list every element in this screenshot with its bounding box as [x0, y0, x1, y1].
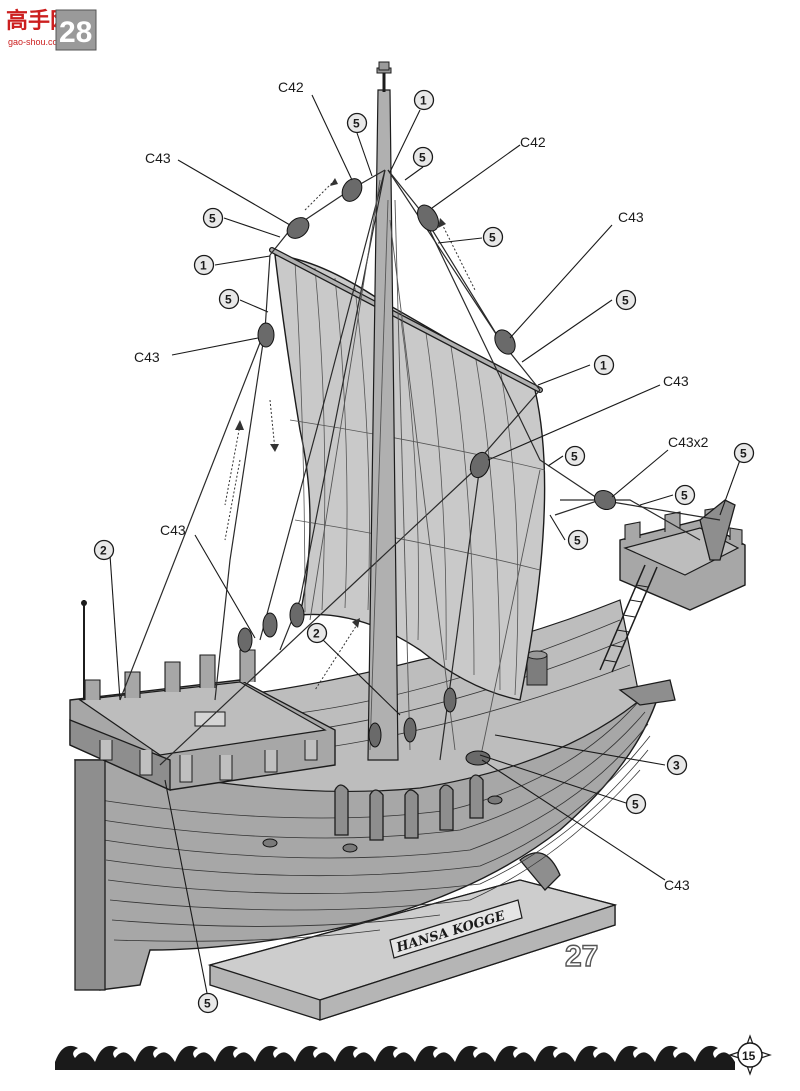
svg-text:5: 5 — [574, 534, 581, 548]
main-sail — [269, 247, 546, 701]
callout-labels: C42 C43 C42 C43 C43 C43 C43x2 C43 C43 — [134, 79, 709, 893]
marker-5-b: 5 — [412, 146, 434, 168]
rail-cleats — [334, 774, 484, 841]
marker-5-f: 5 — [615, 289, 637, 311]
block-c42-left — [341, 178, 363, 202]
svg-text:5: 5 — [571, 450, 578, 464]
label-c42-left: C42 — [278, 79, 304, 95]
svg-text:5: 5 — [204, 997, 211, 1011]
leader-lines — [109, 94, 741, 994]
label-c43x2: C43x2 — [668, 434, 709, 450]
label-c43-midleft: C43 — [134, 349, 160, 365]
svg-text:1: 1 — [420, 94, 427, 108]
marker-5-g: 5 — [564, 445, 586, 467]
capstan — [526, 650, 548, 686]
marker-1-right: 1 — [593, 354, 615, 376]
label-c43-bottom: C43 — [664, 877, 690, 893]
svg-text:5: 5 — [622, 294, 629, 308]
footer-page-number: 15 — [742, 1049, 756, 1063]
block-c43-topright — [494, 329, 516, 355]
marker-2-mid: 2 — [306, 622, 328, 644]
svg-text:1: 1 — [200, 259, 207, 273]
block-c43-topleft — [286, 217, 310, 239]
step-number: 27 — [565, 940, 598, 973]
marker-5-k: 5 — [625, 793, 647, 815]
marker-5-j: 5 — [567, 529, 589, 551]
rigging — [119, 169, 721, 766]
block-c43-midright — [469, 451, 491, 479]
block-mast-base-c — [443, 687, 457, 713]
direction-arrows — [224, 178, 476, 691]
marker-1-top: 1 — [413, 89, 435, 111]
marker-5-i: 5 — [674, 484, 696, 506]
svg-text:1: 1 — [600, 359, 607, 373]
marker-5-h: 5 — [733, 442, 755, 464]
svg-text:5: 5 — [681, 489, 688, 503]
svg-text:5: 5 — [489, 231, 496, 245]
marker-5-c: 5 — [202, 207, 224, 229]
block-c43x2 — [593, 489, 617, 511]
label-c43-topleft: C43 — [145, 150, 171, 166]
svg-text:5: 5 — [632, 798, 639, 812]
svg-text:2: 2 — [100, 544, 107, 558]
pulley-blocks — [237, 178, 617, 766]
marker-1-left: 1 — [193, 254, 215, 276]
block-c43-lowleft-b — [262, 612, 278, 638]
compass-page-badge: 15 — [728, 1034, 772, 1076]
wave-border — [55, 1045, 735, 1070]
marker-3: 3 — [666, 754, 688, 776]
block-c42-right — [417, 204, 439, 232]
block-c43-lowleft-c — [289, 602, 305, 628]
marker-5-bottom: 5 — [197, 992, 219, 1014]
label-c42-right: C42 — [520, 134, 546, 150]
page-number-tab: 28 — [55, 9, 97, 51]
site-logo-url: gao-shou.com — [8, 37, 65, 47]
label-c43-topright: C43 — [618, 209, 644, 225]
svg-text:5: 5 — [419, 151, 426, 165]
svg-text:5: 5 — [353, 117, 360, 131]
svg-text:5: 5 — [740, 447, 747, 461]
fore-castle — [599, 499, 746, 706]
marker-5-d: 5 — [482, 226, 504, 248]
part-markers: 1 5 5 5 5 1 5 5 1 5 5 5 5 2 2 3 5 5 — [93, 89, 755, 1014]
ladder — [599, 564, 658, 673]
block-c43-lowleft-a — [237, 627, 253, 653]
display-base: HANSA KOGGE — [207, 852, 618, 1021]
block-mast-base-a — [368, 722, 382, 748]
svg-text:5: 5 — [225, 293, 232, 307]
marker-2-left: 2 — [93, 539, 115, 561]
block-mast-base-b — [403, 717, 417, 743]
svg-text:2: 2 — [313, 627, 320, 641]
svg-text:5: 5 — [209, 212, 216, 226]
marker-5-e: 5 — [218, 288, 240, 310]
block-c43-midleft — [257, 322, 275, 348]
label-c43-midright: C43 — [663, 373, 689, 389]
stern-castle — [69, 600, 336, 792]
page-number-tab-text: 28 — [59, 16, 92, 49]
svg-text:3: 3 — [673, 759, 680, 773]
label-c43-lowleft: C43 — [160, 522, 186, 538]
marker-5-a: 5 — [346, 112, 368, 134]
